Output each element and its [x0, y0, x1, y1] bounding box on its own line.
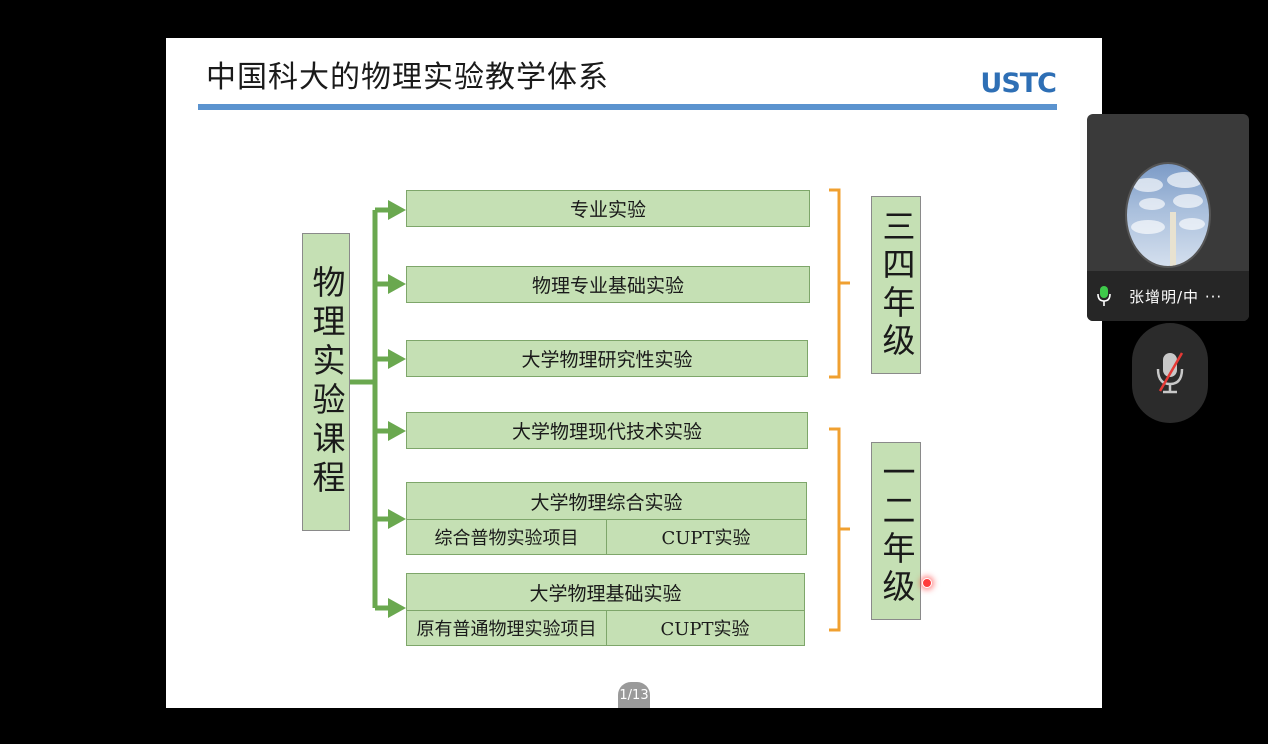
course-sub-item: CUPT实验	[660, 618, 750, 640]
root-label: 物理实验课程	[307, 265, 346, 499]
arrow-icon	[388, 421, 406, 441]
brand-logo-text: USTC	[980, 68, 1057, 99]
course-sub-item: 综合普物实验项目	[407, 519, 607, 554]
course-sub-item: CUPT实验	[661, 527, 751, 549]
bracket-upper	[829, 188, 841, 379]
arrow-icon	[388, 598, 406, 618]
year-group-box: 三四年级	[871, 196, 921, 374]
course-box: 大学物理研究性实验	[406, 340, 808, 377]
arrow-icon	[388, 200, 406, 220]
course-box: 物理专业基础实验	[406, 266, 810, 303]
course-box: 专业实验	[406, 190, 810, 227]
course-label: 大学物理现代技术实验	[511, 421, 702, 443]
participant-video-tile[interactable]: 张增明/中 ···	[1087, 114, 1249, 321]
diagram-connectors	[350, 188, 850, 632]
course-label: 物理专业基础实验	[531, 275, 684, 297]
arrow-icon	[388, 509, 406, 529]
course-label: 大学物理综合实验	[407, 483, 806, 520]
participant-name-bar: 张增明/中 ···	[1087, 271, 1249, 321]
bracket-lower	[829, 427, 841, 632]
slide-title: 中国科大的物理实验教学体系	[206, 60, 609, 95]
participant-name: 张增明/中 ···	[1129, 287, 1223, 306]
course-sub-item: 原有普通物理实验项目	[407, 610, 607, 645]
presentation-slide: 中国科大的物理实验教学体系 USTC 物理	[166, 38, 1102, 708]
title-rule	[198, 104, 1057, 110]
root-node: 物理实验课程	[302, 233, 350, 531]
laser-pointer	[922, 578, 932, 588]
course-label: 大学物理基础实验	[407, 574, 804, 611]
mute-toggle-button[interactable]	[1132, 323, 1208, 423]
microphone-icon	[1097, 285, 1111, 307]
course-label: 专业实验	[569, 199, 646, 221]
page-indicator[interactable]: 1/13	[618, 682, 650, 708]
arrow-icon	[388, 274, 406, 294]
year-group-label: 三四年级	[877, 209, 916, 361]
course-label: 大学物理研究性实验	[521, 349, 693, 371]
course-box: 大学物理现代技术实验	[406, 412, 808, 449]
participant-avatar	[1125, 162, 1211, 268]
course-box: 大学物理综合实验 综合普物实验项目 CUPT实验	[406, 482, 807, 555]
muted-microphone-icon	[1156, 352, 1184, 394]
year-group-label: 一二年级	[877, 455, 916, 607]
course-box: 大学物理基础实验 原有普通物理实验项目 CUPT实验	[406, 573, 805, 646]
year-group-box: 一二年级	[871, 442, 921, 620]
arrow-icon	[388, 349, 406, 369]
